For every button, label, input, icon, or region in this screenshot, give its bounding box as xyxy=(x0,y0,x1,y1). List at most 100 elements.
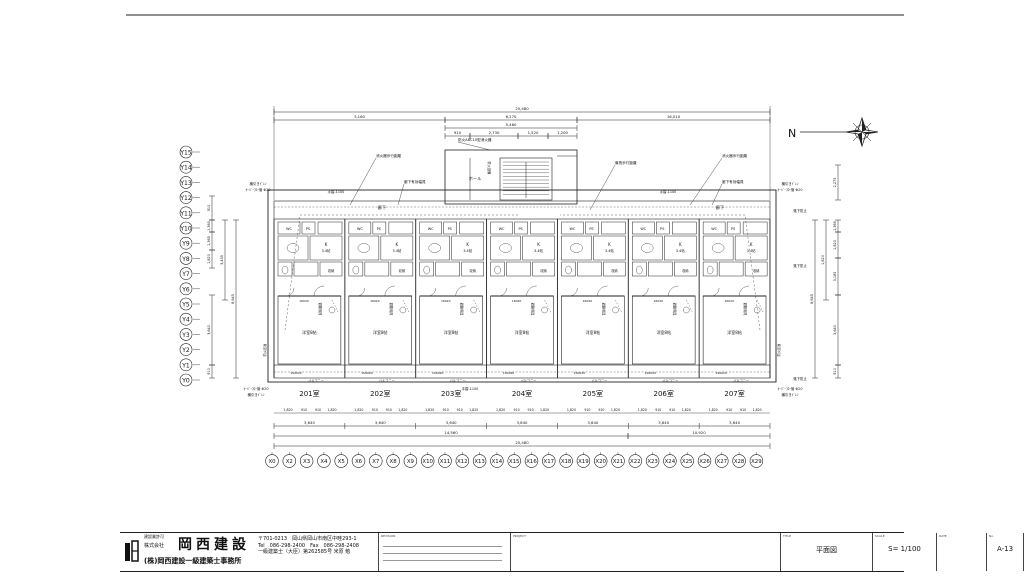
grid-row-bubble xyxy=(179,221,193,235)
grid-row-label: Y10 xyxy=(179,226,191,233)
vertical-note: 避難用具 xyxy=(601,303,606,317)
window-code-label: 16020 xyxy=(724,299,734,303)
title-block: 建設業許可 株式会社 岡西建設 (株)岡西建設一級建築士事務所 〒701-021… xyxy=(120,532,1024,572)
wet-area xyxy=(348,221,372,235)
ceiling-light xyxy=(541,306,548,314)
grid-row-bubble xyxy=(179,191,193,204)
ps-shaft xyxy=(585,221,599,235)
ps-shaft xyxy=(514,221,528,235)
bathroom xyxy=(277,235,309,261)
note-stair: 防火ABC10型消火器 xyxy=(458,137,492,142)
door-swing xyxy=(313,285,325,297)
balcony-label: バルコニー xyxy=(379,379,395,383)
note-guard-bot: 落下防止 xyxy=(793,376,807,381)
vertical-note: 避難用具 xyxy=(672,303,677,317)
grid-col-label: X17 xyxy=(544,459,555,465)
dim-top-core-a-label: 2,730 xyxy=(489,130,500,135)
kitchen-label: K xyxy=(537,242,540,247)
dim-left-d-label: 1,820 xyxy=(207,254,211,264)
grid-row-bubble xyxy=(179,297,193,311)
grid-row-label: Y15 xyxy=(179,150,191,157)
note-fire-left: 消火器歩行距離 xyxy=(376,153,402,158)
grid-col-label: X26 xyxy=(699,459,710,465)
dim-right-c-label: 1,820 xyxy=(833,240,837,250)
storage-label: 収納 xyxy=(682,268,688,273)
wc xyxy=(348,261,364,277)
scale-label: SCALE xyxy=(875,534,885,538)
ps-label: PS xyxy=(731,227,735,231)
unit-name: 202室 xyxy=(370,389,390,398)
ceiling-light xyxy=(753,306,761,314)
bathroom xyxy=(702,235,734,261)
toilet xyxy=(494,265,501,275)
balcony xyxy=(273,364,771,379)
grid-row-bubble xyxy=(179,373,193,387)
dim-unit-label: 3,640 xyxy=(658,420,669,425)
grid-col-label: X10 xyxy=(422,459,433,465)
grid-row-bubble xyxy=(179,252,193,265)
unit-2 xyxy=(344,219,414,378)
window-code-label: 16020 xyxy=(299,299,309,303)
escape-arrow xyxy=(686,299,693,313)
dim-sub-label: 1,820 xyxy=(682,408,691,412)
bathroom xyxy=(561,235,592,261)
entrance xyxy=(672,221,697,235)
grid-row-label: Y8 xyxy=(181,256,190,263)
bedroom-label: 洋室8帖 xyxy=(302,329,317,335)
bathroom xyxy=(419,235,450,261)
grid-row-label: Y1 xyxy=(181,362,190,369)
project-cell: PROJECT xyxy=(510,533,780,571)
dim-sub-label: 910 xyxy=(457,408,463,412)
grid-col-label: X27 xyxy=(717,459,728,465)
sheet-number-cell: No. A-13 xyxy=(986,533,1024,571)
kitchen-label: K xyxy=(750,242,753,247)
ceiling-light xyxy=(612,306,619,314)
door-swing xyxy=(356,287,366,297)
escape-arrow xyxy=(331,299,339,313)
bedroom-label: 洋室8帖 xyxy=(656,329,671,335)
kitchen-label: K xyxy=(679,242,682,247)
ceiling-light xyxy=(470,306,477,314)
note-drain-br2: 横引きﾄﾞﾚﾝ xyxy=(782,392,799,397)
washroom xyxy=(577,261,602,277)
storage xyxy=(744,261,768,277)
door-code-label: 1S0020 xyxy=(290,371,302,375)
grid-col-label: X23 xyxy=(647,459,658,465)
escape-arrow xyxy=(544,299,551,313)
kitchen-area-label: 3.4帖 xyxy=(322,248,331,253)
bedroom-label: 洋室8帖 xyxy=(586,329,601,335)
storage-label: 収納 xyxy=(470,268,476,273)
wc-label: WC xyxy=(640,227,646,231)
dim-right-e-label: 3,640 xyxy=(833,325,837,335)
storage xyxy=(461,261,484,277)
washroom xyxy=(648,261,673,277)
grid-col-label: X16 xyxy=(526,459,537,465)
note-guard-mid: 落下防止 xyxy=(793,263,807,268)
unit-4 xyxy=(486,219,555,378)
dim-bottom-left-label: 14,560 xyxy=(444,430,458,435)
kitchen xyxy=(309,235,343,261)
dim-sub-label: 910 xyxy=(301,408,307,412)
bathtub xyxy=(641,243,654,253)
no-label: No. xyxy=(989,534,994,538)
dim-sub-label: 910 xyxy=(598,408,604,412)
unit-name: 201室 xyxy=(299,389,319,398)
dim-sub-label: 910 xyxy=(372,408,378,412)
dim-sub-label: 1,820 xyxy=(540,408,549,412)
dim-left-e-label: 3,640 xyxy=(207,325,211,335)
note-handrail-bottom: 手摺-1100 xyxy=(462,386,479,391)
dim-sub-label: 910 xyxy=(584,408,590,412)
kitchen xyxy=(734,235,768,261)
grid-row-label: Y9 xyxy=(181,241,190,248)
grid-row-bubble xyxy=(179,358,193,372)
wet-area xyxy=(419,221,442,235)
entrance xyxy=(459,221,484,235)
storage xyxy=(532,261,555,277)
storage-label: 収納 xyxy=(611,268,617,273)
dim-right-g-label: 1,820 xyxy=(821,255,825,265)
window-code-label: 16020 xyxy=(583,299,593,303)
toilet xyxy=(636,265,643,275)
ps-label: PS xyxy=(377,227,381,231)
drawing-scale: S= 1/100 xyxy=(888,545,921,553)
door-code-label: 1S0020 xyxy=(645,371,657,375)
